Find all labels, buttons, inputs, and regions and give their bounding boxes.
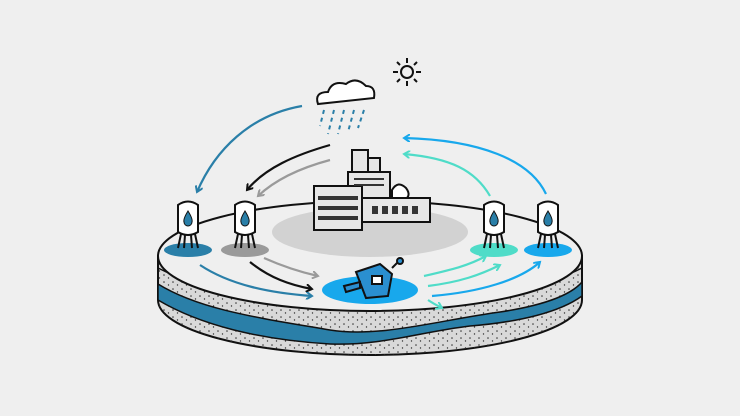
flow-arrow-icon [404, 154, 491, 197]
flow-arrow-icon [404, 138, 547, 195]
flow-arrow-icon [249, 261, 312, 289]
aquifer-layer [157, 279, 583, 345]
flow-arrow-icon [431, 262, 540, 298]
factory-icon [313, 149, 431, 231]
flow-arrow-icon [423, 256, 486, 278]
flow-arrow-icon [427, 299, 442, 308]
pool-bright-blue [524, 243, 572, 257]
sun-icon [393, 58, 421, 86]
pool-teal [470, 243, 518, 257]
pool-gray [221, 243, 269, 257]
flow-arrow-icon [427, 265, 500, 288]
flow-arrows [197, 104, 547, 308]
flow-arrow-icon [199, 264, 312, 296]
water-pump-icon [342, 257, 404, 300]
flow-arrow-icon [247, 143, 331, 190]
water-tank-icon [177, 200, 199, 249]
rain-cloud-icon [316, 79, 376, 135]
flow-arrow-icon [263, 256, 318, 276]
flow-arrow-icon [258, 158, 331, 196]
pool-dark-blue [164, 243, 212, 257]
flow-arrow-icon [197, 104, 303, 192]
